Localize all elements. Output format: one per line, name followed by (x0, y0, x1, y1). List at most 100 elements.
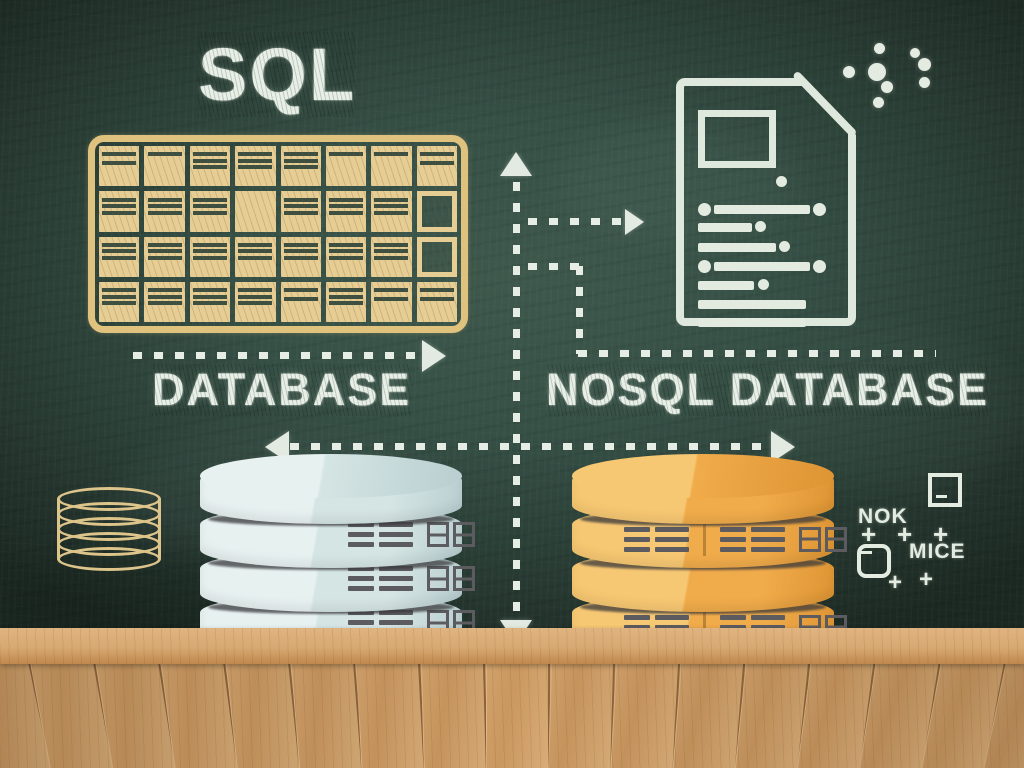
sql-table-cell (325, 191, 367, 232)
document-text-line (698, 281, 754, 290)
sql-cell-texture (144, 146, 185, 187)
disc-bar-row (348, 576, 413, 581)
sql-cell-line (283, 210, 318, 215)
sql-cell-texture (371, 146, 412, 187)
sql-cell-line (147, 294, 182, 299)
disc-bar (720, 536, 746, 542)
sql-cell-line (419, 152, 454, 157)
sql-cell-line (147, 197, 182, 202)
sql-cell-line (102, 301, 137, 306)
disc-bar (624, 536, 650, 542)
disc-box-line (802, 537, 818, 541)
sql-cell-line (283, 204, 318, 209)
sql-cell-texture (189, 146, 231, 187)
sql-cell-line (329, 249, 364, 254)
database-top-cap (200, 454, 462, 498)
sql-cell-line (192, 301, 227, 306)
disc-bar (655, 526, 689, 532)
disc-box (799, 526, 821, 552)
disc-box (453, 566, 475, 591)
sql-cell-line (192, 294, 227, 299)
sql-cell-line (419, 288, 454, 293)
sql-cell-texture (144, 191, 185, 232)
sql-cell-texture (325, 146, 367, 187)
document-thumbnail-rect (698, 110, 776, 168)
flow-line-to-document (528, 218, 626, 225)
sql-cell-line (192, 255, 227, 260)
disc-box-pair (427, 566, 475, 591)
sql-cell-line (374, 210, 409, 215)
disc-bar-row (624, 526, 689, 532)
sql-table-cell (280, 146, 321, 187)
sql-cell-line (102, 249, 137, 254)
sql-cell-line (283, 297, 318, 302)
disc-bar (348, 532, 374, 537)
sql-cell-texture (99, 281, 140, 322)
sql-cell-line (238, 249, 273, 254)
sql-cell-texture (280, 146, 321, 187)
sql-table-cell (235, 281, 276, 322)
sql-cell-line (147, 204, 182, 209)
sql-cell-line (192, 165, 227, 170)
sql-cell-texture (280, 236, 321, 277)
sql-cell-line (147, 249, 182, 254)
sql-cell-line (329, 204, 364, 209)
flow-line-branch-to-right (578, 350, 936, 357)
disc-box (427, 522, 449, 547)
annotation-nok: NOK (858, 505, 908, 528)
sql-table-border (88, 135, 468, 333)
disc-box-line (430, 533, 446, 536)
sql-cell-line (102, 255, 137, 260)
sql-cell-line (147, 255, 182, 260)
sql-table-cell (280, 236, 321, 277)
disc-bar (348, 542, 374, 547)
annotation-plus: + (897, 519, 914, 549)
sql-cell-line (329, 301, 364, 306)
sql-cell-line (102, 161, 137, 166)
disc-bar-row (720, 546, 785, 552)
sql-cell-line (102, 204, 137, 209)
annotation-plus: + (919, 566, 935, 593)
sql-cell-line (238, 301, 273, 306)
page-title-sql: SQL (198, 32, 357, 117)
sql-cell-line (192, 158, 227, 163)
disc-bar (720, 624, 746, 630)
sql-cell-line (419, 297, 454, 302)
disc-box (427, 566, 449, 591)
disc-bar (720, 546, 746, 552)
disc-bar-row (720, 536, 785, 542)
annotation-plus: + (933, 519, 950, 549)
sql-cell-line (192, 152, 227, 157)
disc-bar (751, 536, 785, 542)
document-text-line (714, 262, 810, 271)
disc-box-pair (427, 522, 475, 547)
disc-bar-row (348, 532, 413, 537)
sql-cell-line (192, 197, 227, 202)
sql-cell-texture (416, 146, 457, 187)
disc-bar (655, 546, 689, 552)
annotation-plus: + (861, 519, 878, 549)
sql-cell-line (329, 242, 364, 247)
note-square-icon (928, 473, 962, 507)
sql-cell-line (102, 288, 137, 293)
sql-cell-texture (421, 196, 452, 227)
sql-table-cell (235, 146, 276, 187)
disc-bar (379, 586, 413, 591)
sql-cell-line (329, 152, 364, 157)
disc-bar (624, 546, 650, 552)
disc-bar (624, 526, 650, 532)
disc-bar (720, 614, 746, 620)
sql-cell-texture (144, 236, 185, 277)
flow-line-branch-vertical (576, 266, 583, 354)
sql-table-cell (189, 191, 231, 232)
annotation-plus: + (888, 569, 904, 596)
sql-cell-line (283, 249, 318, 254)
sql-cell-line (419, 161, 454, 166)
sql-cell-line (283, 152, 318, 157)
sql-cell-line (283, 165, 318, 170)
disc-bar (379, 542, 413, 547)
sql-cell-texture (99, 146, 140, 187)
flow-line-under-sql-table (133, 352, 423, 359)
disc-separator (703, 610, 706, 644)
sql-table-cell (189, 146, 231, 187)
